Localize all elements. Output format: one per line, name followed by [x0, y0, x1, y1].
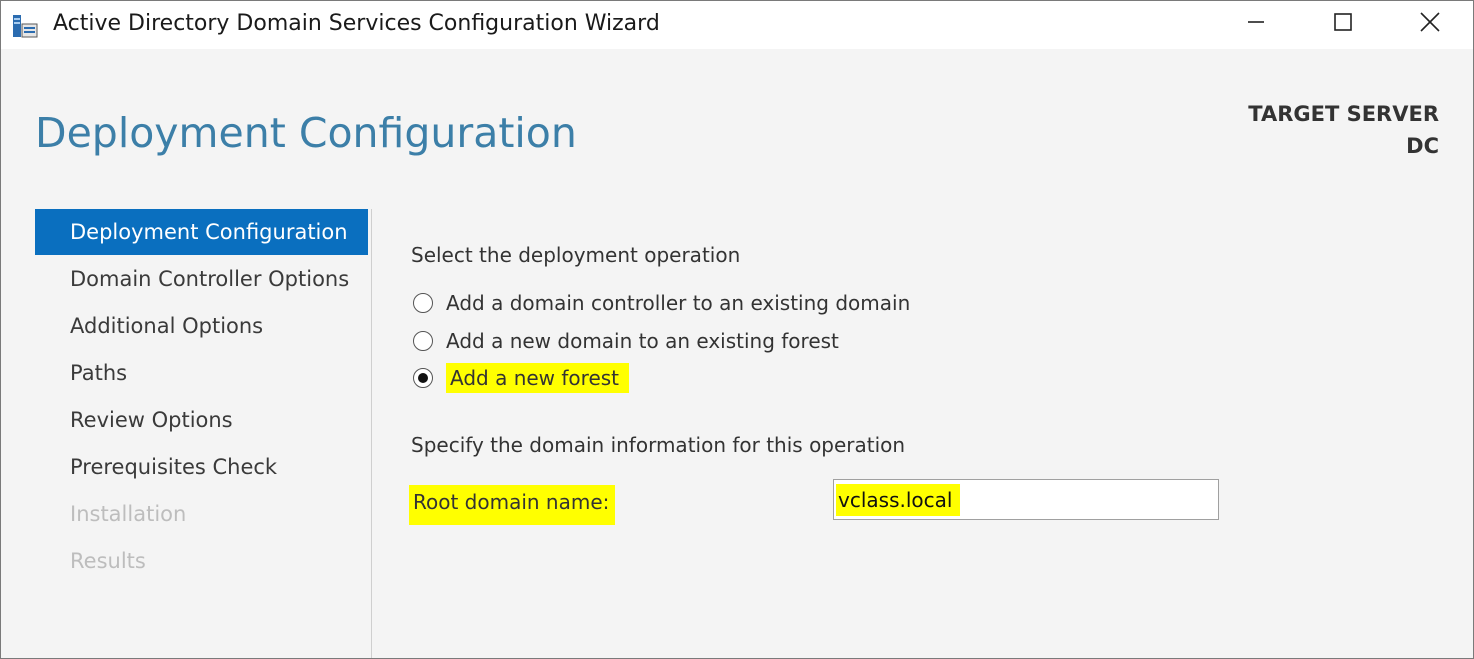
maximize-button[interactable]: [1298, 1, 1388, 47]
maximize-icon: [1333, 12, 1353, 36]
nav-item-additional-options[interactable]: Additional Options: [70, 314, 264, 338]
radio-selected-dot: [418, 373, 428, 383]
close-icon: [1419, 11, 1441, 37]
target-server-label: TARGET SERVER: [1248, 102, 1439, 126]
nav-item-installation: Installation: [70, 502, 187, 526]
root-domain-label: Root domain name:: [409, 485, 616, 525]
option-label: Add a new domain to an existing forest: [446, 329, 839, 353]
option-add-new-forest[interactable]: Add a new forest: [413, 363, 630, 393]
nav-item-results: Results: [70, 549, 146, 573]
option-add-dc-existing-domain[interactable]: Add a domain controller to an existing d…: [413, 288, 910, 318]
option-add-domain-existing-forest[interactable]: Add a new domain to an existing forest: [413, 326, 839, 356]
nav-item-paths[interactable]: Paths: [70, 361, 128, 385]
nav-item-deployment-configuration[interactable]: Deployment Configuration: [35, 209, 368, 255]
close-button[interactable]: [1385, 1, 1473, 47]
minimize-icon: [1246, 12, 1266, 36]
root-domain-value: vclass.local: [836, 484, 961, 516]
target-server-name: DC: [1406, 134, 1439, 158]
option-label: Add a domain controller to an existing d…: [446, 291, 911, 315]
server-manager-icon: [11, 12, 39, 40]
nav-item-domain-controller-options[interactable]: Domain Controller Options: [70, 267, 350, 291]
option-label: Add a new forest: [446, 363, 630, 393]
minimize-button[interactable]: [1211, 1, 1301, 47]
title-bar[interactable]: Active Directory Domain Services Configu…: [1, 1, 1473, 49]
radio-button[interactable]: [413, 331, 433, 351]
page-title: Deployment Configuration: [35, 109, 577, 157]
radio-button-selected[interactable]: [413, 368, 433, 388]
wizard-navigation: Deployment Configuration Domain Controll…: [35, 209, 372, 658]
operation-heading: Select the deployment operation: [411, 243, 741, 267]
domain-heading: Specify the domain information for this …: [411, 433, 906, 457]
nav-item-review-options[interactable]: Review Options: [70, 408, 233, 432]
window-title: Active Directory Domain Services Configu…: [53, 11, 660, 36]
nav-item-prerequisites-check[interactable]: Prerequisites Check: [70, 455, 278, 479]
radio-button[interactable]: [413, 293, 433, 313]
root-domain-input[interactable]: vclass.local: [833, 479, 1219, 520]
